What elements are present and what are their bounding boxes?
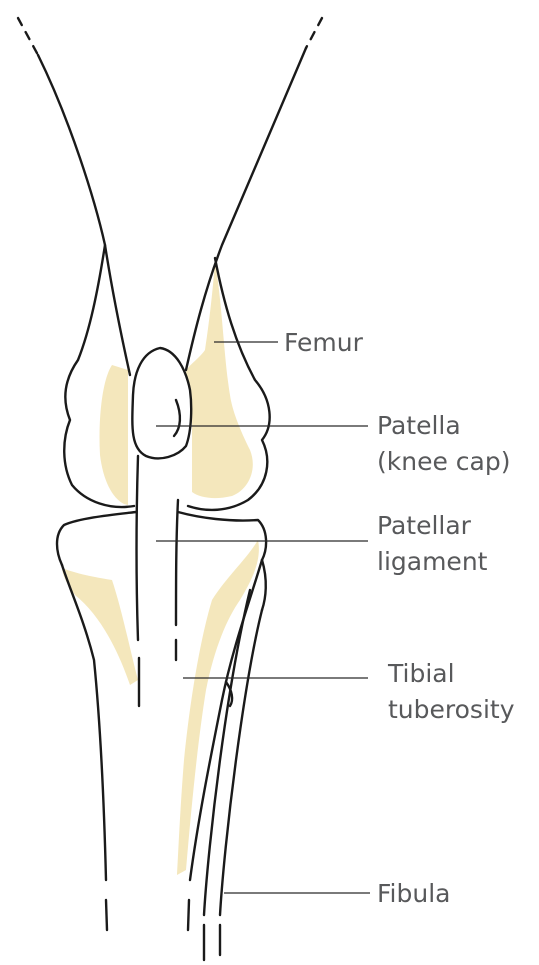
patella-label: Patella: [377, 411, 461, 440]
fibula-shaft-outer: [220, 610, 262, 915]
ligament-right-edge: [176, 500, 178, 625]
femur-right-condyle-shading: [186, 262, 253, 498]
tibia-plateau: [57, 512, 136, 565]
ligament-label: Patellar: [377, 511, 472, 540]
ligament-label-line2: ligament: [377, 547, 488, 576]
femur-label: Femur: [284, 328, 364, 357]
tibia-shaft-left-dash: [106, 900, 107, 930]
tibia-right-shading: [177, 540, 259, 875]
tibia-left-shading: [62, 568, 138, 685]
femur: [18, 18, 322, 510]
patella-label-subtitle: (knee cap): [377, 447, 510, 476]
ligament-left-edge: [137, 456, 139, 640]
femur-left-condyle-shading: [100, 365, 129, 505]
fibula-head: [262, 560, 266, 610]
femur-shaft-left: [38, 55, 130, 375]
fibula-label: Fibula: [377, 879, 451, 908]
tibia-shaft-right-dash: [188, 900, 189, 930]
labels: Femur Patella (knee cap) Patellar ligame…: [284, 328, 515, 908]
tuberosity-label: Tibial: [387, 659, 455, 688]
femur-shaft-right: [186, 48, 306, 370]
patella-inner-highlight: [174, 400, 180, 436]
femur-break-right: [306, 18, 322, 48]
patella-outline: [132, 348, 191, 458]
tuberosity-label-line2: tuberosity: [388, 695, 515, 724]
femur-break-left: [18, 18, 38, 55]
patellar-ligament: [137, 456, 179, 706]
patella: [132, 348, 191, 458]
bone-shading: [62, 262, 259, 875]
